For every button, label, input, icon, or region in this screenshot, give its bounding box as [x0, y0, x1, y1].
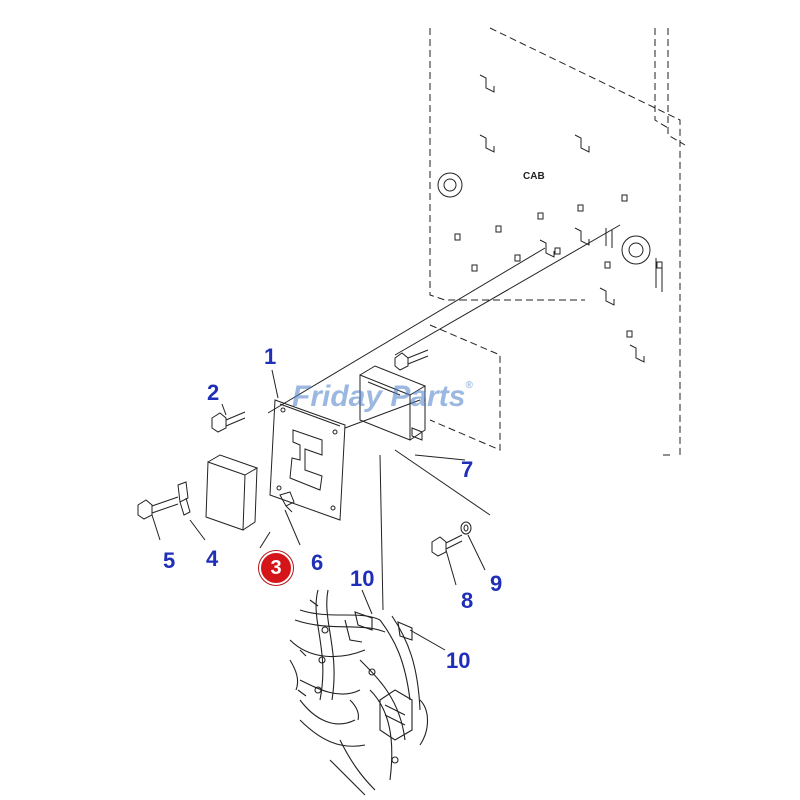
bolt-5: [137, 496, 179, 520]
bolt-2: [211, 411, 246, 433]
watermark-logo: Friday Parts®: [292, 380, 473, 414]
callout-3-highlighted[interactable]: 3: [259, 551, 293, 585]
mount-plate: [429, 324, 501, 451]
bracket-plate: [269, 399, 346, 521]
callout-4[interactable]: 4: [206, 546, 219, 571]
clip-4: [177, 481, 191, 516]
leader-lines: [151, 224, 621, 651]
callout-10-upper[interactable]: 10: [350, 566, 375, 591]
callout-10-lower[interactable]: 10: [446, 648, 471, 673]
callout-7[interactable]: 7: [461, 457, 474, 482]
watermark-text: Friday Parts: [292, 380, 466, 413]
watermark-reg: ®: [465, 380, 473, 391]
washer-9: [460, 521, 472, 535]
callout-2[interactable]: 2: [207, 380, 220, 405]
callout-1[interactable]: 1: [264, 344, 277, 369]
wiring-harness: [289, 589, 429, 796]
cab-label: CAB: [523, 171, 545, 182]
callout-5[interactable]: 5: [163, 548, 176, 573]
callout-9[interactable]: 9: [490, 571, 503, 596]
connector-6: [279, 491, 295, 513]
bolt-8: [431, 534, 463, 557]
cab-panel: [429, 27, 686, 456]
module-7: [359, 365, 427, 441]
controller-box: [205, 454, 259, 531]
cab-holes: [437, 74, 663, 363]
bolt-module: [394, 349, 429, 371]
callout-6[interactable]: 6: [311, 550, 324, 575]
callout-8[interactable]: 8: [461, 588, 474, 613]
